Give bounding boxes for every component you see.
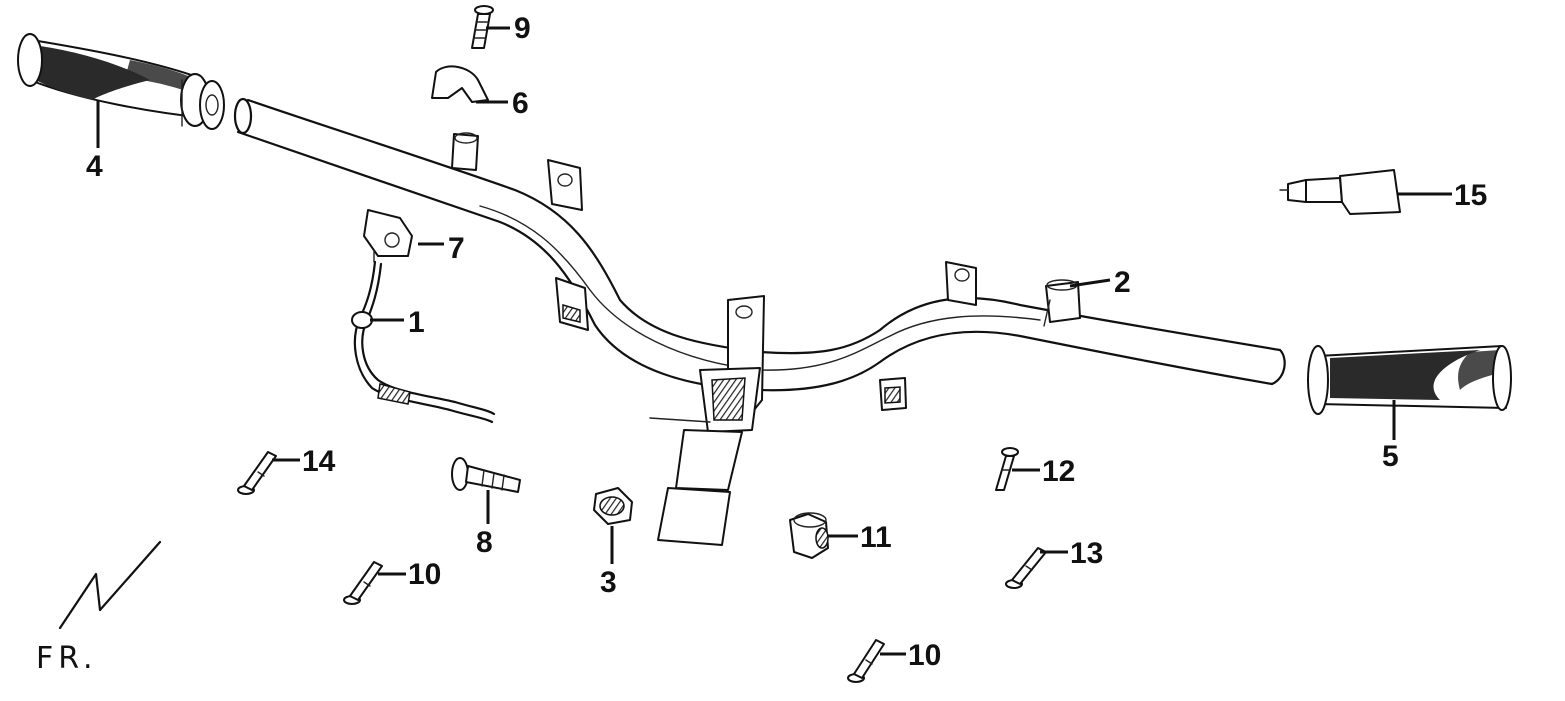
part-9-bolt	[471, 5, 494, 49]
callout-9: 9	[514, 12, 531, 45]
part-10-bolt-left	[343, 561, 383, 605]
leader-lines	[96, 26, 1452, 656]
part-12-bolt	[995, 447, 1019, 491]
callout-3: 3	[600, 566, 617, 599]
callout-5: 5	[1382, 440, 1399, 473]
callout-14: 14	[302, 445, 336, 478]
callout-12: 12	[1042, 455, 1075, 488]
callout-7: 7	[448, 232, 465, 265]
part-10-bolt-bottom	[847, 639, 885, 683]
mounting-tabs	[451, 132, 977, 411]
callout-6: 6	[512, 87, 529, 120]
part-14-bolt	[237, 451, 277, 495]
callout-1: 1	[408, 306, 425, 339]
callout-13: 13	[1070, 537, 1103, 570]
part-15-bar-end	[1279, 169, 1401, 215]
part-3-nut	[593, 487, 633, 525]
callout-4: 4	[86, 150, 103, 183]
part-13-bolt	[1005, 547, 1047, 589]
part-11-nut	[789, 512, 829, 559]
callout-10-left: 10	[408, 558, 441, 591]
part-2-clamp	[1043, 279, 1081, 327]
callout-15: 15	[1454, 179, 1487, 212]
callout-2: 2	[1114, 266, 1131, 299]
part-7-bracket	[363, 209, 413, 263]
callout-8: 8	[476, 526, 493, 559]
callout-10-bottom: 10	[908, 639, 941, 672]
part-8-bolt	[451, 457, 521, 493]
callout-11: 11	[860, 521, 892, 554]
part-4-left-grip	[17, 33, 225, 130]
part-5-right-grip	[1307, 345, 1512, 415]
steering-stem	[649, 295, 765, 546]
direction-marker-label: FR.	[36, 641, 98, 676]
front-direction-arrow	[58, 540, 162, 630]
part-1-cable	[351, 260, 496, 424]
part-6-clamp	[431, 65, 489, 103]
